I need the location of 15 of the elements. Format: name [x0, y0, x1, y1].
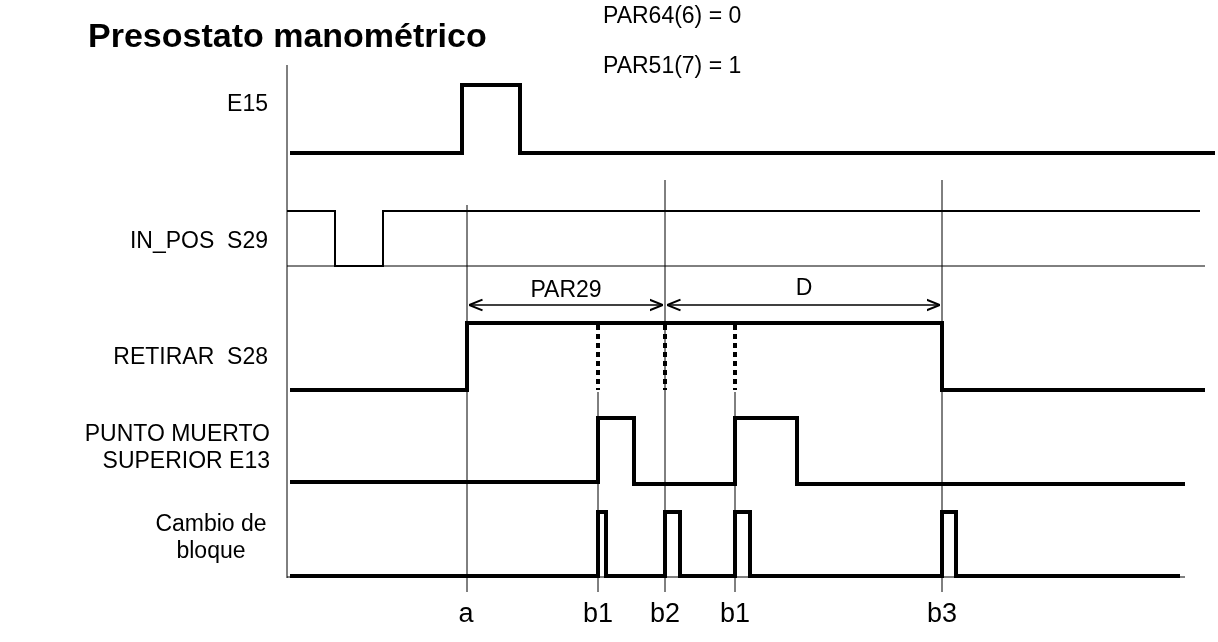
time-marker-label: b1 — [718, 600, 751, 627]
parameter-note: PAR51(7) = 1 — [603, 52, 742, 79]
time-marker-label: b3 — [925, 600, 958, 627]
time-marker-label: b2 — [648, 600, 681, 627]
signal-label: Cambio de bloque — [154, 510, 268, 564]
parameter-note: PAR64(6) = 0 — [603, 2, 742, 29]
dimension-label: D — [794, 274, 814, 301]
signal-label: E15 — [226, 90, 268, 117]
signal-label: IN_POS S29 — [128, 227, 268, 254]
signal-label: PUNTO MUERTO SUPERIOR E13 — [83, 420, 270, 474]
time-marker-label: b1 — [581, 600, 614, 627]
diagram-title: Presostato manométrico — [88, 16, 487, 55]
dimension-label: PAR29 — [529, 276, 603, 303]
time-marker-label: a — [457, 600, 475, 627]
signal-label: RETIRAR S28 — [112, 343, 268, 370]
